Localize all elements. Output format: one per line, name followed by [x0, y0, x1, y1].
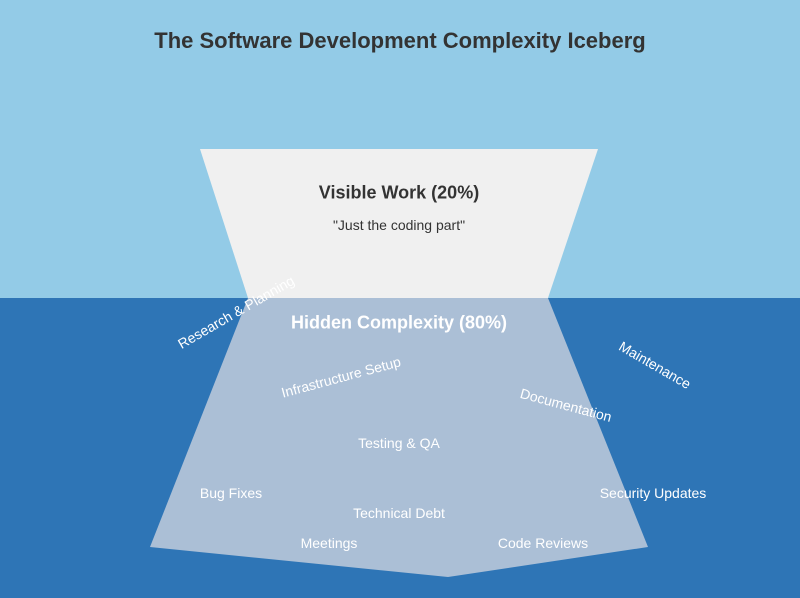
- item-bug-fixes: Bug Fixes: [199, 485, 263, 501]
- item-code-reviews: Code Reviews: [497, 535, 589, 551]
- iceberg-base: [150, 298, 648, 577]
- item-technical-debt: Technical Debt: [353, 505, 445, 521]
- diagram-title: The Software Development Complexity Iceb…: [154, 28, 646, 53]
- visible-heading: Visible Work (20%): [318, 182, 480, 203]
- hidden-heading: Hidden Complexity (80%): [290, 312, 508, 333]
- item-security: Security Updates: [599, 485, 707, 501]
- iceberg-tip: [200, 149, 598, 298]
- item-meetings: Meetings: [300, 535, 358, 551]
- item-testing: Testing & QA: [358, 435, 440, 451]
- visible-subtitle: "Just the coding part": [332, 217, 466, 233]
